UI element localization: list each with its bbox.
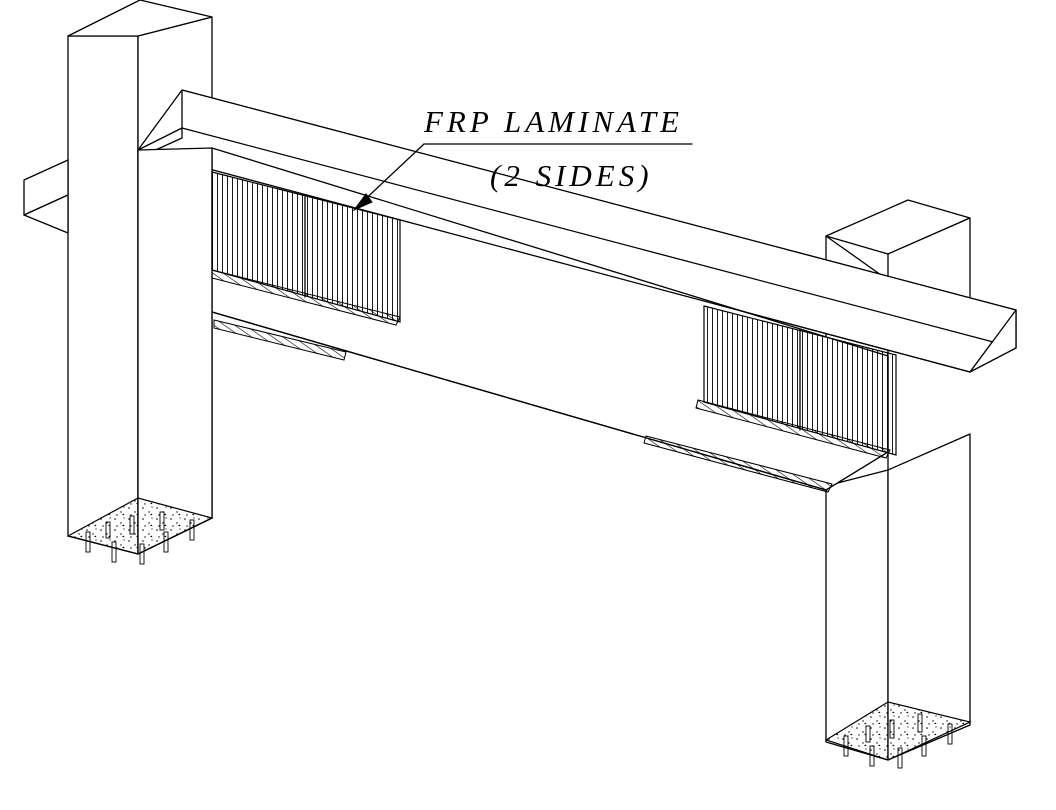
right-footing [824,701,972,769]
frp-laminate-label: FRP LAMINATE [424,104,683,139]
leader-diagonal [357,143,425,207]
frp-laminate-left-panel [211,171,401,323]
annotation-leader [352,143,693,212]
beam-bottom-edge-right [825,451,889,491]
left-column-front [67,35,139,555]
beam-upper-edge [137,149,971,373]
beam-end-right [969,309,1017,373]
right-column-lower-side [887,433,971,761]
left-footing-bars [85,511,195,565]
left-column-front-overlap [137,147,213,555]
right-footing-bars [843,713,953,769]
frp-sides-label: (2 SIDES) [490,158,653,193]
left-footing-slab [66,497,214,555]
frp-strip-left-bottom [213,319,347,361]
right-footing-slab [824,701,972,761]
transverse-beam [137,89,1017,373]
left-footing [66,497,214,565]
left-column-top [67,0,213,37]
frp-strip-left-top [211,269,401,326]
left-column-stub-face [23,194,69,234]
frp-strip-right-top [695,399,891,459]
frp-laminate-right [643,305,897,493]
leader-arrowhead [352,193,373,212]
frp-laminate-left [211,171,401,361]
frp-strip-right-bottom [643,435,833,493]
